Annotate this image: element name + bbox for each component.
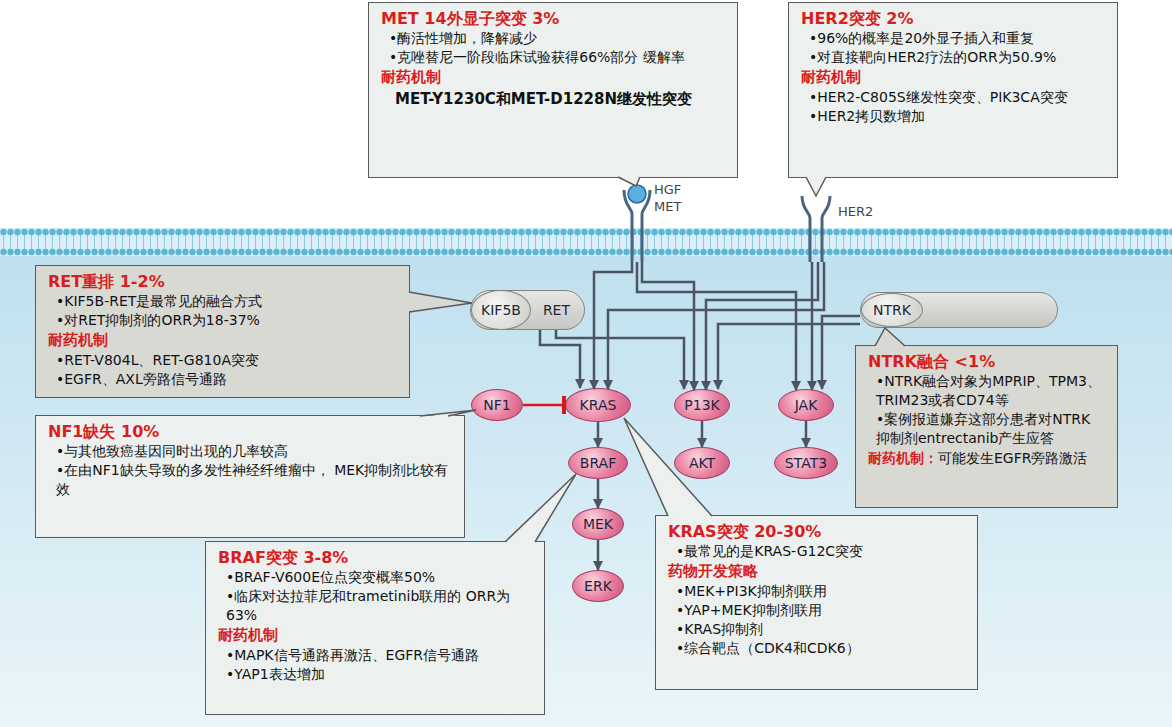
signal-arrow — [556, 330, 684, 389]
gene-node: ERK — [572, 570, 624, 602]
callout-text: 可能发生EGFR旁路激活 — [938, 450, 1087, 466]
callout-text: •HER2拷贝数增加 — [801, 107, 1105, 126]
callout-heading: HER2突变 2% — [801, 8, 1105, 29]
receptor-signal-lines — [594, 262, 824, 390]
section-heading: 耐药机制： — [868, 450, 938, 466]
gene-node: NF1 — [471, 389, 523, 421]
callout-box: HER2突变 2%•96%的概率是20外显子插入和重复•对直接靶向HER2疗法的… — [788, 2, 1118, 178]
callout-text: •案例报道嫌弃这部分患者对NTRK 抑制剂entrectanib产生应答 — [868, 410, 1105, 448]
signal-arrow — [805, 421, 808, 447]
gene-label: ERK — [584, 578, 612, 594]
signal-arrow — [597, 540, 600, 570]
gene-node: KRAS — [565, 388, 631, 422]
cytoplasm — [0, 256, 1172, 727]
section-heading: 耐药机制 — [48, 330, 397, 351]
callout-text: •NTRK融合对象为MPRIP、TPM3、 TRIM23或者CD74等 — [868, 372, 1105, 410]
gene-node: AKT — [674, 447, 730, 479]
her2-receptor — [802, 196, 830, 262]
section-heading: 药物开发策略 — [668, 561, 965, 582]
fusion-pill: NTRK — [860, 292, 1058, 328]
callout-text: •EGFR、AXL旁路信号通路 — [48, 370, 397, 389]
callout-text: •KIF5B-RET是最常见的融合方式 — [48, 292, 397, 311]
gene-node: P13K — [674, 389, 730, 421]
inhibition-line — [523, 404, 565, 407]
callout-text: •YAP+MEK抑制剂联用 — [668, 601, 965, 620]
gene-label: STAT3 — [785, 455, 827, 471]
gene-label: RET — [543, 291, 570, 329]
callout-heading: MET 14外显子突变 3% — [381, 8, 725, 29]
gene-node: BRAF — [568, 447, 628, 479]
callout-text: •最常见的是KRAS-G12C突变 — [668, 542, 965, 561]
callout-heading: BRAF突变 3-8% — [218, 547, 532, 568]
signal-arrow — [718, 324, 860, 389]
gene-node: JAK — [778, 389, 834, 421]
callout-text: •YAP1表达增加 — [218, 665, 532, 684]
gene-label: KIF5B — [481, 302, 521, 318]
signal-arrow — [540, 330, 580, 388]
gene-label: JAK — [795, 397, 818, 413]
callout-tails — [408, 176, 905, 543]
callout-text: •96%的概率是20外显子插入和重复 — [801, 29, 1105, 48]
callout-text: •对RET抑制剂的ORR为18-37% — [48, 311, 397, 330]
signal-arrow — [597, 422, 600, 447]
callout-text: •RET-V804L、RET-G810A突变 — [48, 351, 397, 370]
gene-label: NTRK — [861, 293, 923, 327]
gene-node: STAT3 — [774, 447, 838, 479]
callout-text: •MEK+PI3K抑制剂联用 — [668, 582, 965, 601]
callout-box: NTRK融合 <1%•NTRK融合对象为MPRIP、TPM3、 TRIM23或者… — [855, 345, 1118, 508]
callout-box: RET重排 1-2%•KIF5B-RET是最常见的融合方式•对RET抑制剂的OR… — [35, 265, 410, 398]
callout-text: •BRAF-V600E位点突变概率50% — [218, 568, 532, 587]
gene-label: AKT — [689, 455, 715, 471]
callout-box: BRAF突变 3-8%•BRAF-V600E位点突变概率50%•临床对达拉菲尼和… — [205, 541, 545, 715]
gene-node: MEK — [572, 508, 624, 540]
callout-box: KRAS突变 20-30%•最常见的是KRAS-G12C突变药物开发策略•MEK… — [655, 515, 978, 690]
gene-label: BRAF — [580, 455, 616, 471]
callout-heading: RET重排 1-2% — [48, 271, 397, 292]
callout-text: •在由NF1缺失导致的多发性神经纤维瘤中， MEK抑制剂比较有效 — [48, 461, 452, 499]
callout-text: •克唑替尼一阶段临床试验获得66%部分 缓解率 — [381, 48, 725, 67]
gene-label: MEK — [583, 516, 613, 532]
gene-label: P13K — [684, 397, 719, 413]
signal-arrow — [701, 421, 704, 447]
section-heading: 耐药机制 — [801, 67, 1105, 88]
callout-text: •酶活性增加，降解减少 — [381, 29, 725, 48]
signal-arrow — [597, 479, 600, 508]
callout-text: •KRAS抑制剂 — [668, 620, 965, 639]
callout-heading: NF1缺失 10% — [48, 421, 452, 442]
callout-box: MET 14外显子突变 3%•酶活性增加，降解减少•克唑替尼一阶段临床试验获得6… — [368, 2, 738, 178]
callout-text: •综合靶点（CDK4和CDK6） — [668, 639, 965, 658]
callout-box: NF1缺失 10%•与其他致癌基因同时出现的几率较高•在由NF1缺失导致的多发性… — [35, 415, 465, 538]
callout-text: •HER2-C805S继发性突变、PIK3CA突变 — [801, 88, 1105, 107]
callout-text: •对直接靶向HER2疗法的ORR为50.9% — [801, 48, 1105, 67]
callout-text: MET-Y1230C和MET-D1228N继发性突变 — [381, 88, 725, 110]
callout-heading: KRAS突变 20-30% — [668, 521, 965, 542]
gene-node: KIF5B — [471, 290, 531, 330]
receptor-label: MET — [654, 199, 681, 214]
fusion-pill: RET KIF5B — [470, 290, 585, 330]
section-heading: 耐药机制 — [381, 67, 725, 88]
cell-membrane — [0, 228, 1172, 256]
receptor-label: HGF — [654, 182, 681, 197]
receptor-label: HER2 — [838, 204, 873, 219]
callout-text: •与其他致癌基因同时出现的几率较高 — [48, 442, 452, 461]
callout-text: •MAPK信号通路再激活、EGFR信号通路 — [218, 646, 532, 665]
gene-label: NF1 — [483, 397, 510, 413]
hgf-ligand — [628, 185, 646, 203]
gene-label: KRAS — [580, 397, 617, 413]
callout-heading: NTRK融合 <1% — [868, 351, 1105, 372]
section-heading: 耐药机制 — [218, 625, 532, 646]
callout-text: •临床对达拉菲尼和trametinib联用的 ORR为63% — [218, 587, 532, 625]
